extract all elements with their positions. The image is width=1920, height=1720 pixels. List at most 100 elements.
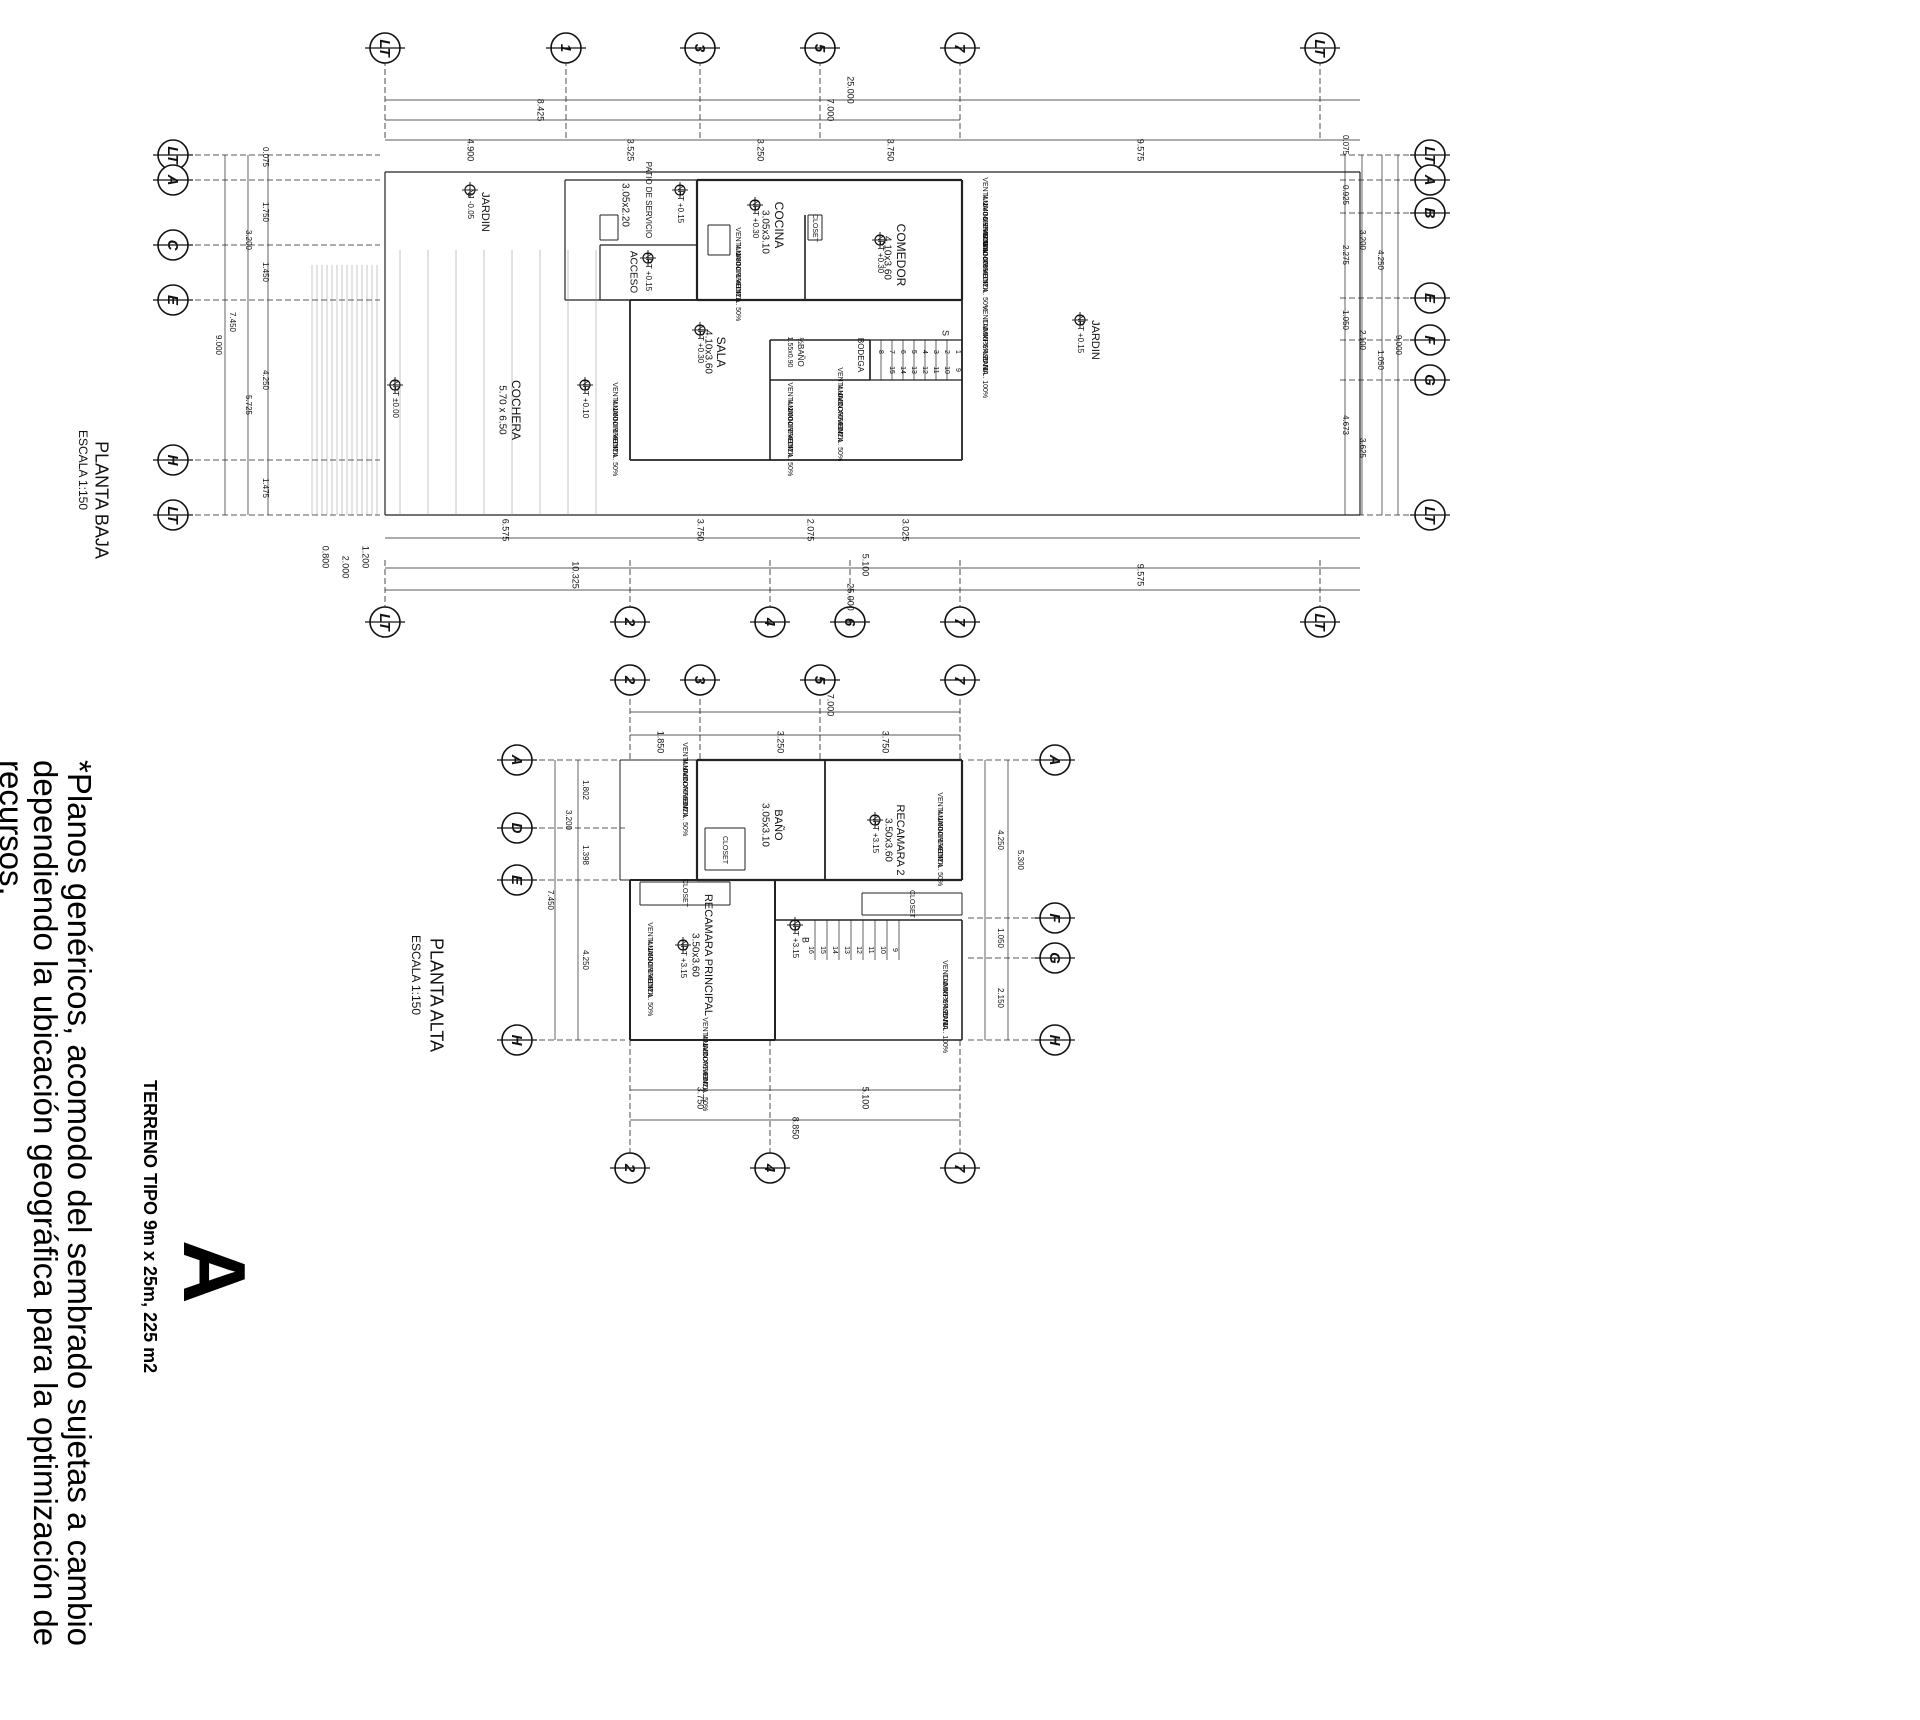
- pb-room-patio-name: PATIO DE SERVICIO: [644, 162, 653, 238]
- pa-window-1-l3: ILUMIN. Y VENTIL. 50%: [936, 810, 943, 886]
- pb-dim-bot-7: 25.000: [846, 583, 856, 611]
- pb-dim-left-3: 1.450: [261, 262, 270, 283]
- pb-window-0-l1: VENTANA CORREDIZA: [981, 217, 988, 293]
- pb-stair-step-12: 13: [910, 366, 917, 374]
- pb-dim-right-6: 2.100: [1358, 330, 1367, 351]
- pa-room-bed2-size: 3.50x3.60: [882, 818, 893, 862]
- pb-room-jardin-right-name: JARDIN: [1089, 320, 1101, 360]
- pb-room-patio-size: 3.05x2.20: [619, 183, 630, 227]
- pb-room-half-bath-size: 1.55x0.90: [786, 337, 793, 368]
- pb-dim-top-0: 25.000: [846, 76, 856, 104]
- pb-window-kitchen-l1: VENTANA CORREDIZA: [734, 227, 741, 303]
- pb-room-sala-name: SALA: [714, 337, 728, 368]
- pb-dim-left-5: 9.000: [214, 335, 223, 356]
- general-note: *Planos genéricos, acomodo del sembrado …: [0, 760, 98, 1647]
- pb-stair-step-6: 7: [888, 350, 895, 354]
- pa-room-master-size: 3.50x3.60: [689, 933, 700, 977]
- pb-dim-bot-8: 1.200: [361, 546, 371, 569]
- pb-window-2-l2: 0.60 X 4.25 M: [981, 327, 988, 371]
- pb-window-5-l3: ILUMIN. Y VENTIL. 50%: [611, 400, 618, 476]
- pb-axis-top-2-label: 3: [691, 44, 708, 53]
- pb-stair-step-13: 14: [899, 366, 906, 374]
- pa-window-1-l2: 1.60 X 1.40 M: [936, 817, 943, 861]
- pb-window-kitchen-l2: 0.80 X 1.40 M: [734, 252, 741, 296]
- pa-dim-right-1: 5.300: [1016, 850, 1025, 871]
- pa-stair-step-6: 15: [819, 946, 826, 954]
- pb-stair-mark: S: [941, 330, 951, 336]
- pa-axis-top-1-label: 3: [691, 676, 708, 685]
- pa-room-master-npt: NPT +3.15: [679, 940, 688, 979]
- pa-window-0-l2: 0.60 X 0.60M: [681, 768, 688, 810]
- pa-window-1-l1: VENTANA CORREDIZA: [936, 792, 943, 868]
- pa-room-bath-name: BAÑO: [772, 809, 785, 841]
- pb-room-cochera-npt: NPT ±0.00: [391, 380, 400, 419]
- pb-window-0-l3: ILUMIN. Y VENTIL. 50%: [981, 235, 988, 311]
- pa-dim-top-1: 1.850: [656, 731, 666, 754]
- pa-dim-top-3: 3.750: [881, 731, 891, 754]
- pa-closet-label-2: CLOSET: [721, 836, 728, 865]
- pb-axis-right-1-label: A: [1421, 174, 1438, 186]
- pb-axis-right-4-label: F: [1421, 335, 1438, 345]
- pa-axis-top-3-label: 7: [951, 676, 968, 685]
- pa-stair-step-0: 9: [891, 948, 898, 952]
- pb-room-sala-npt: NPT +0.30: [696, 325, 705, 364]
- pb-room-sala-size: 4.10x3.60: [702, 330, 713, 374]
- pb-axis-bot-5-label: LT: [1311, 613, 1328, 632]
- pa-closet-label-1: CLOSET: [681, 879, 688, 908]
- pb-room-half-bath-name: ½BAÑO: [796, 337, 805, 366]
- pb-dim-top-5: 3.250: [756, 139, 766, 162]
- pb-room-cocina-name: COCINA: [772, 202, 786, 249]
- pb-title: PLANTA BAJA: [91, 441, 111, 559]
- pb-room-jardin-left-npt: NJ -0.05: [466, 189, 475, 220]
- pb-axis-top-5-label: LT: [1311, 39, 1328, 58]
- pb-dim-bot-1: 3.750: [696, 519, 706, 542]
- pb-dim-left-4: 7.450: [228, 312, 237, 333]
- pb-axis-bot-2-label: 4: [761, 617, 778, 627]
- pa-axis-right-0-label: A: [1046, 754, 1063, 766]
- pb-room-jardin-left-name: JARDIN: [479, 192, 491, 232]
- pb-window-5-l2: 1.60 X 1.40 M: [611, 407, 618, 451]
- pa-axis-bot-1-label: 4: [761, 1163, 778, 1173]
- pb-axis-bot-4-label: 7: [951, 618, 968, 627]
- pa-stair-step-4: 13: [843, 946, 850, 954]
- pb-axis-bot-3-label: 6: [841, 618, 858, 627]
- pb-axis-top-1-label: 1: [557, 44, 574, 52]
- pb-dim-left-1: 1.750: [261, 202, 270, 223]
- pb-dim-left-2: 3.200: [244, 230, 253, 251]
- pb-dim-left-0: 0.075: [261, 147, 270, 168]
- pa-npt-extra: NPT +3.15: [791, 920, 800, 959]
- pa-axis-left-2-label: E: [508, 875, 525, 886]
- pa-stair-step-5: 14: [831, 946, 838, 954]
- pa-window-4-l3: ILUMIN. Y VENTIL. 50%: [701, 1035, 708, 1111]
- pa-axis-right-2-label: G: [1046, 952, 1063, 964]
- pb-window-2-l1: VENTANA PERSIANA: [981, 305, 988, 375]
- pb-stair-step-4: 5: [910, 350, 917, 354]
- pa-dim-top-2: 3.250: [776, 731, 786, 754]
- pa-dim-left-1: 3.200: [564, 810, 573, 831]
- pb-npt-extra: NPT +0.10: [581, 380, 590, 419]
- pa-window-2-l1: VENTANA PERSIANA: [941, 960, 948, 1030]
- pb-dim-right-0: 0.075: [1341, 135, 1350, 156]
- pa-dim-bot-1: 5.100: [861, 1087, 871, 1110]
- pa-dim-top-0: 7.000: [826, 694, 836, 717]
- pb-axis-top-0-label: LT: [376, 39, 393, 58]
- pb-dim-left-6: 4.250: [261, 370, 270, 391]
- project-letter-logo: A: [165, 1240, 264, 1304]
- pb-room-cochera-size: 5.70 x 6.50: [496, 385, 507, 435]
- pb-stair-step-14: 15: [888, 366, 895, 374]
- pb-dim-left-8: 1.475: [261, 478, 270, 499]
- pa-dim-left-2: 1.398: [581, 845, 590, 866]
- pa-scale: ESCALA 1:150: [409, 935, 423, 1015]
- pb-room-cocina-size: 3.05x3.10: [759, 210, 770, 254]
- pb-window-4-l3: ILUMIN. Y VENTIL. 50%: [786, 400, 793, 476]
- pb-dim-top-3: 4.900: [466, 139, 476, 162]
- pb-dim-right-7: 9.000: [1394, 335, 1403, 356]
- pb-axis-right-3-label: E: [1421, 293, 1438, 304]
- pb-dim-right-9: 4.673: [1341, 415, 1350, 436]
- pb-dim-right-10: 3.625: [1358, 438, 1367, 459]
- pb-dim-top-1: 8.425: [536, 99, 546, 122]
- pb-window-3-l1: VENTANA CORREDIZA: [836, 367, 843, 443]
- pb-dim-right-5: 1.050: [1341, 310, 1350, 331]
- pa-room-bed2-npt: NPT +3.15: [871, 815, 880, 854]
